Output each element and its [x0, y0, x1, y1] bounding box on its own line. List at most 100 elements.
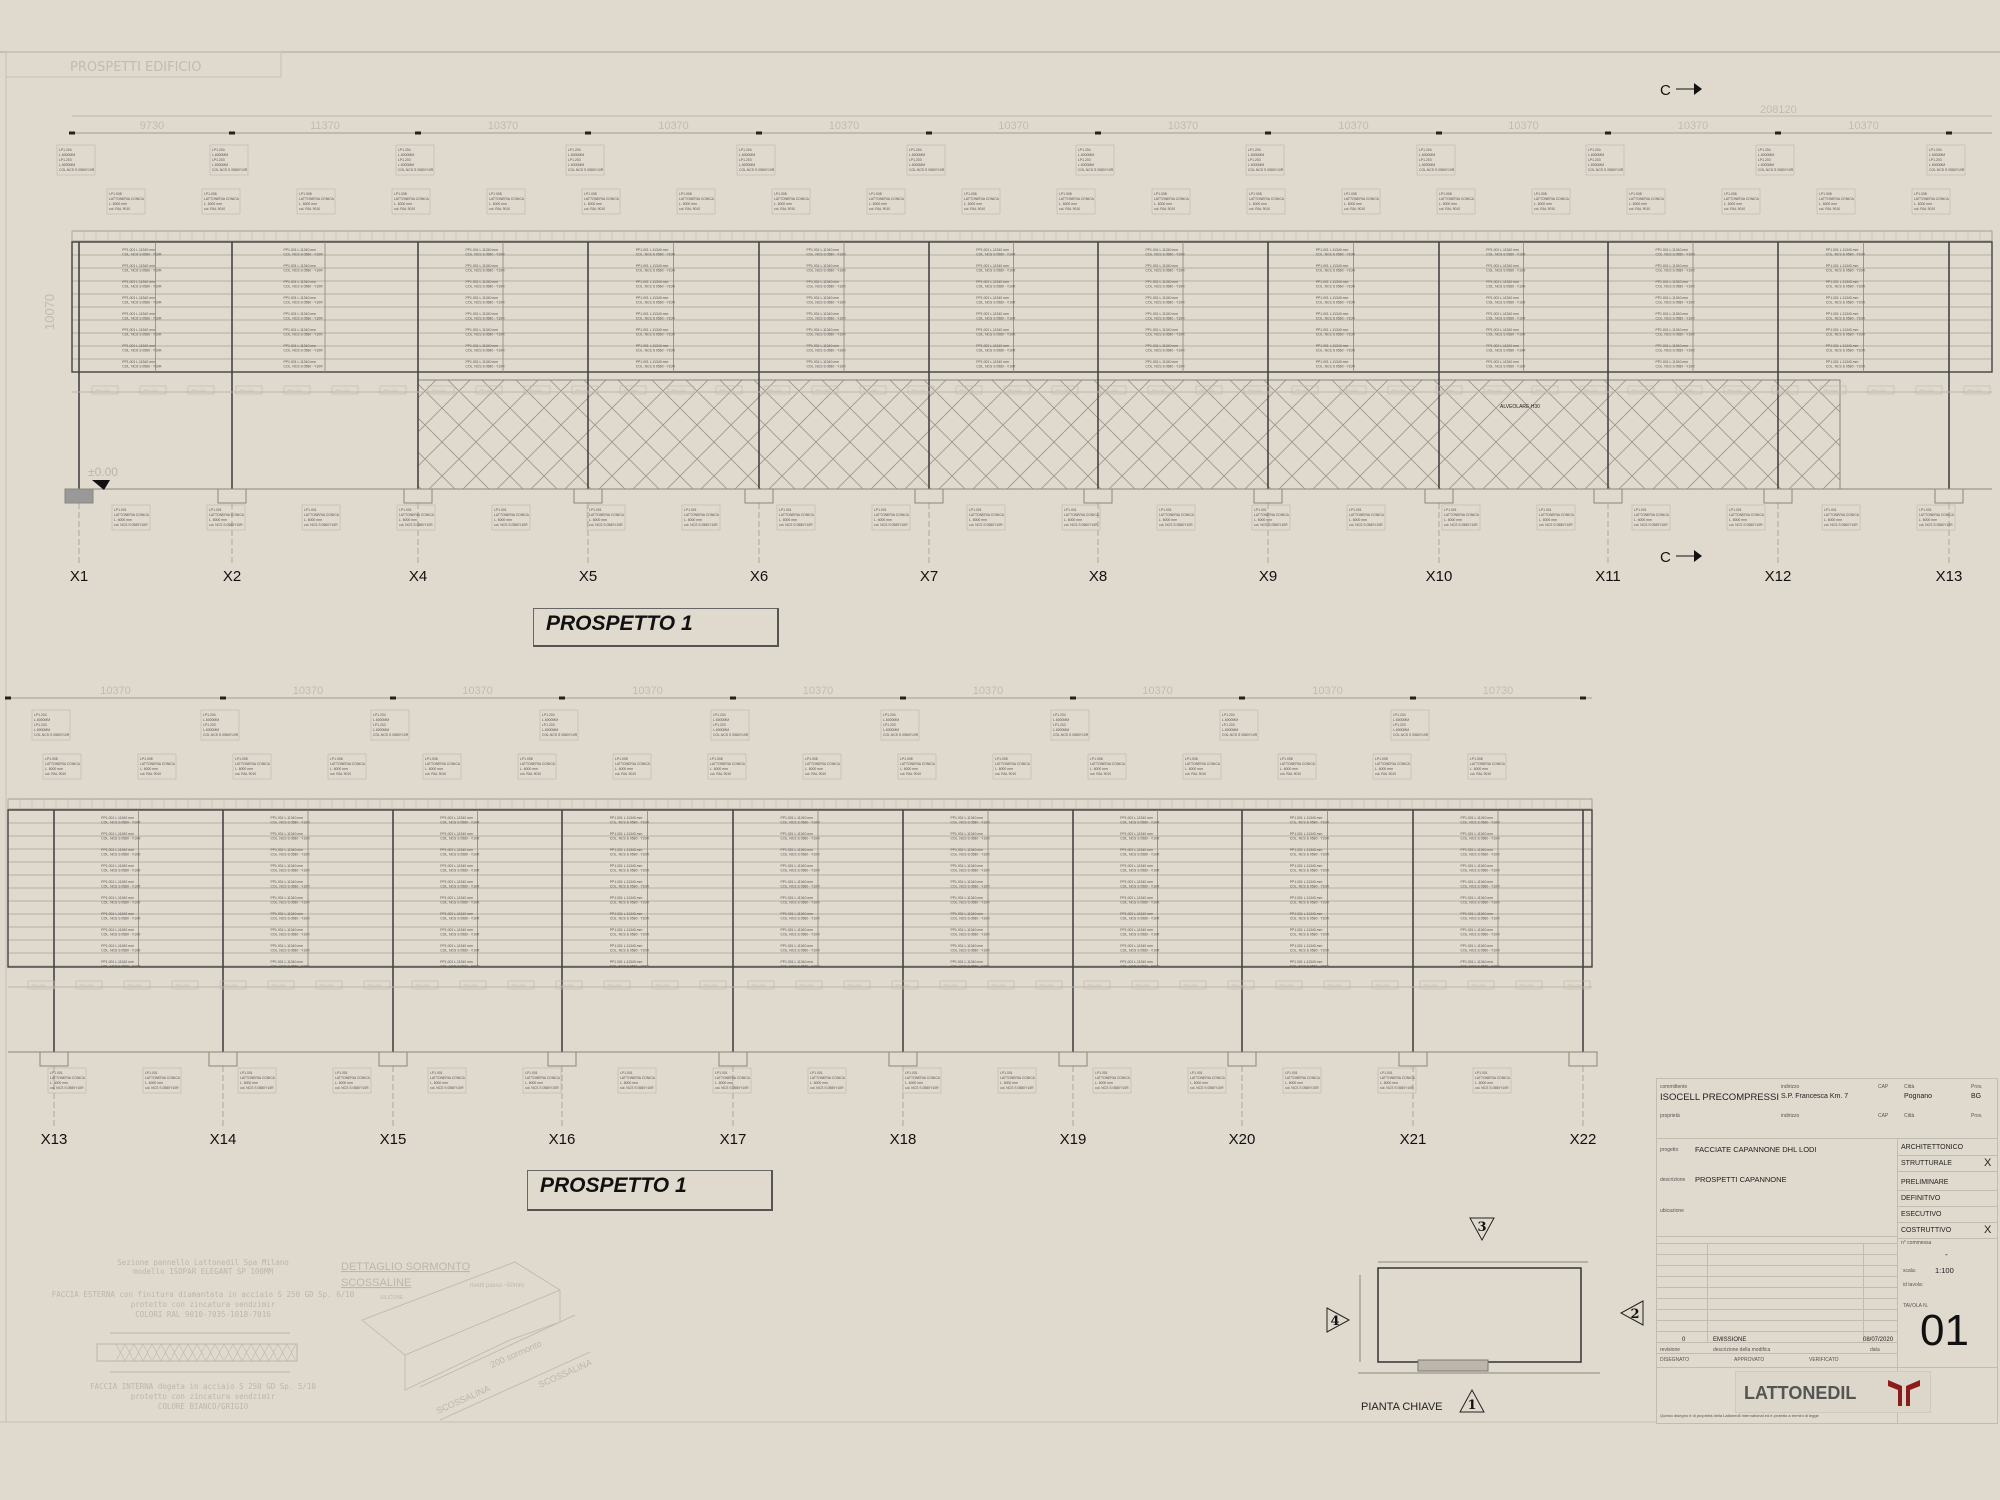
gutter-tag-box — [897, 753, 937, 780]
panel-label: COL. NCS S 0580 - Y10R — [1316, 253, 1356, 257]
joint-tag-text: ZP1.001 — [463, 983, 479, 988]
flashing-tag-box — [1755, 144, 1795, 176]
joint-tag-text: ZP1.001 — [1567, 983, 1583, 988]
panel-label: PP1.001 L.11340 mm — [1120, 944, 1153, 948]
panel-label: PP1.001 L.11340 mm — [781, 928, 814, 932]
base-tag-text: LP1.001 — [1539, 508, 1552, 512]
panel-note-line: modello ISOPAR ELEGANT SP 100MM — [133, 1267, 273, 1276]
panel-label: COL. NCS S 0580 - Y10R — [1146, 253, 1186, 257]
bay-dimension: 10370 — [462, 685, 493, 697]
panel-label: COL. NCS S 0580 - Y10R — [1486, 253, 1526, 257]
panel-label: COL. NCS S 0580 - Y10R — [610, 949, 650, 953]
gutter-tag-box — [486, 188, 526, 215]
base-tag-text: L. 6000 mm — [114, 518, 132, 522]
base-tag-text: L. 6000 mm — [430, 1081, 448, 1085]
joint-tag — [1723, 385, 1751, 395]
category-mark: X — [1984, 1224, 1992, 1236]
joint-tag-text: ZP1.001 — [95, 388, 111, 393]
panel-label: COL. NCS S 0580 - Y10R — [466, 317, 506, 321]
joint-tag — [1195, 385, 1223, 395]
joint-tag — [571, 385, 599, 395]
gutter-tag-text: LATTONERIA CONICA — [1914, 197, 1950, 201]
panel-label: PP1.001 L.11340 mm — [122, 248, 155, 252]
joint-tag-text: ZP1.001 — [1391, 388, 1407, 393]
flashing-tag-text: LP1.203 — [373, 723, 386, 727]
flashing-tag-text: LP1.204 — [1758, 148, 1771, 152]
silicone-label: SILICONE — [380, 1295, 404, 1301]
flashing-label: SCOSSALINA — [435, 1383, 492, 1416]
panel-label: PP1.001 L.11340 mm — [466, 248, 499, 252]
panel-label: COL. NCS S 0580 - Y10R — [976, 301, 1016, 305]
panel-label: COL. NCS S 0580 - Y10R — [122, 285, 162, 289]
joint-tag — [1147, 385, 1175, 395]
gutter-tag-text: LATTONERIA CONICA — [1280, 762, 1316, 766]
panel-label: COL. NCS S 0580 - Y10R — [1461, 853, 1501, 857]
joint-tag-text: ZP1.001 — [895, 983, 911, 988]
gutter-tag-text: col. RAL 9010 — [330, 772, 351, 776]
bay-dimension: 10370 — [1338, 120, 1369, 132]
base-tag-text: col. NCS S 0580Y10R — [525, 1086, 559, 1090]
panel-label: PP1.001 L.11340 mm — [610, 880, 643, 884]
ownership-footer: Questo disegno è di proprietà della Latt… — [1660, 1413, 1819, 1418]
base-tag-text: col. NCS S 0580Y10R — [1824, 523, 1858, 527]
panel-label: COL. NCS S 0580 - Y10R — [1290, 949, 1330, 953]
base-tag-text: LP1.001 — [494, 508, 507, 512]
gutter-tag-text: col. RAL 9010 — [1154, 207, 1175, 211]
flashing-tag-text: LP1.204 — [398, 148, 411, 152]
base-tag-text: LP1.001 — [1190, 1071, 1203, 1075]
panel-label: PP1.001 L.11340 mm — [101, 960, 134, 964]
joint-tag-text: ZP1.001 — [191, 388, 207, 393]
panel-label: COL. NCS S 0580 - Y10R — [636, 285, 676, 289]
base-tag-text: L. 6000 mm — [1729, 518, 1747, 522]
panel-label: PP1.001 L.11340 mm — [271, 944, 304, 948]
panel-label: PP1.001 L.11340 mm — [610, 816, 643, 820]
panel-label: PP1.001 L.11340 mm — [271, 816, 304, 820]
panel-label: PP1.001 L.11340 mm — [1826, 264, 1859, 268]
flashing-tag-box — [1416, 144, 1456, 176]
base-tag-box — [1251, 504, 1291, 531]
base-tag-text: LP1.001 — [430, 1071, 443, 1075]
base-tag-text: L. 6000 mm — [684, 518, 702, 522]
panel-label: COL. NCS S 0580 - Y10R — [466, 269, 506, 273]
panel-label: COL. NCS S 0580 - Y10R — [1486, 365, 1526, 369]
joint-tag — [955, 385, 983, 395]
panel-label: PP1.001 L.11340 mm — [610, 944, 643, 948]
address-value: S.P. Francesca Km. 7 — [1781, 1093, 1849, 1100]
base-tag-box — [776, 504, 816, 531]
flashing-tag-text: L.6000MM — [1419, 153, 1435, 157]
flashing-tag-text: L.6000MM — [542, 728, 558, 732]
panel-label: PP1.001 L.11340 mm — [976, 264, 1009, 268]
base-tag-text: L. 6000 mm — [874, 518, 892, 522]
joint-tag-text: ZP1.001 — [319, 983, 335, 988]
gutter-tag-box — [1626, 188, 1666, 215]
gutter-tag-text: col. RAL 9010 — [710, 772, 731, 776]
gutter-tag-text: LP1.008 — [45, 757, 58, 761]
panel-note-line: protetto con zincatura sendzimir — [131, 1300, 276, 1309]
panel-label: PP1.001 L.11340 mm — [440, 848, 473, 852]
panel-label: COL. NCS S 0580 - Y10R — [610, 869, 650, 873]
panel-label: PP1.001 L.11340 mm — [951, 928, 984, 932]
panel-label: COL. NCS S 0580 - Y10R — [951, 869, 991, 873]
gutter-tag-text: L. 6000 mm — [1154, 202, 1172, 206]
panel-label: COL. NCS S 0580 - Y10R — [122, 301, 162, 305]
panel-label: PP1.001 L.11340 mm — [271, 848, 304, 852]
panel-label: PP1.001 L.11340 mm — [101, 816, 134, 820]
panel-note-line: COLORE BIANCO/GRIGIO — [158, 1402, 249, 1411]
base-tag-text: L. 6000 mm — [525, 1081, 543, 1085]
panel-label: PP1.001 L.11340 mm — [1461, 896, 1494, 900]
base-tag-text: LP1.001 — [1824, 508, 1837, 512]
gutter-tag-text: col. RAL 9010 — [1344, 207, 1365, 211]
detail-subtitle: SCOSSALINE — [341, 1277, 411, 1289]
panel-label: COL. NCS S 0580 - Y10R — [284, 365, 324, 369]
plan-dock — [1417, 1359, 1489, 1372]
flashing-tag-box — [31, 709, 71, 741]
gutter-tag-text: LATTONERIA CONICA — [109, 197, 145, 201]
joint-tag-text: ZP1.001 — [1727, 388, 1743, 393]
base-tag-text: LATTONERIA CONICA — [1349, 513, 1385, 517]
panel-label: COL. NCS S 0580 - Y10R — [1461, 933, 1501, 937]
gutter-tag-text: col. RAL 9010 — [235, 772, 256, 776]
panel-label: PP1.001 L.11340 mm — [101, 832, 134, 836]
category-row: PRELIMINARE — [1898, 1175, 1997, 1191]
panel-label: PP1.001 L.11340 mm — [1146, 328, 1179, 332]
gutter-tag-text: LATTONERIA CONICA — [520, 762, 556, 766]
